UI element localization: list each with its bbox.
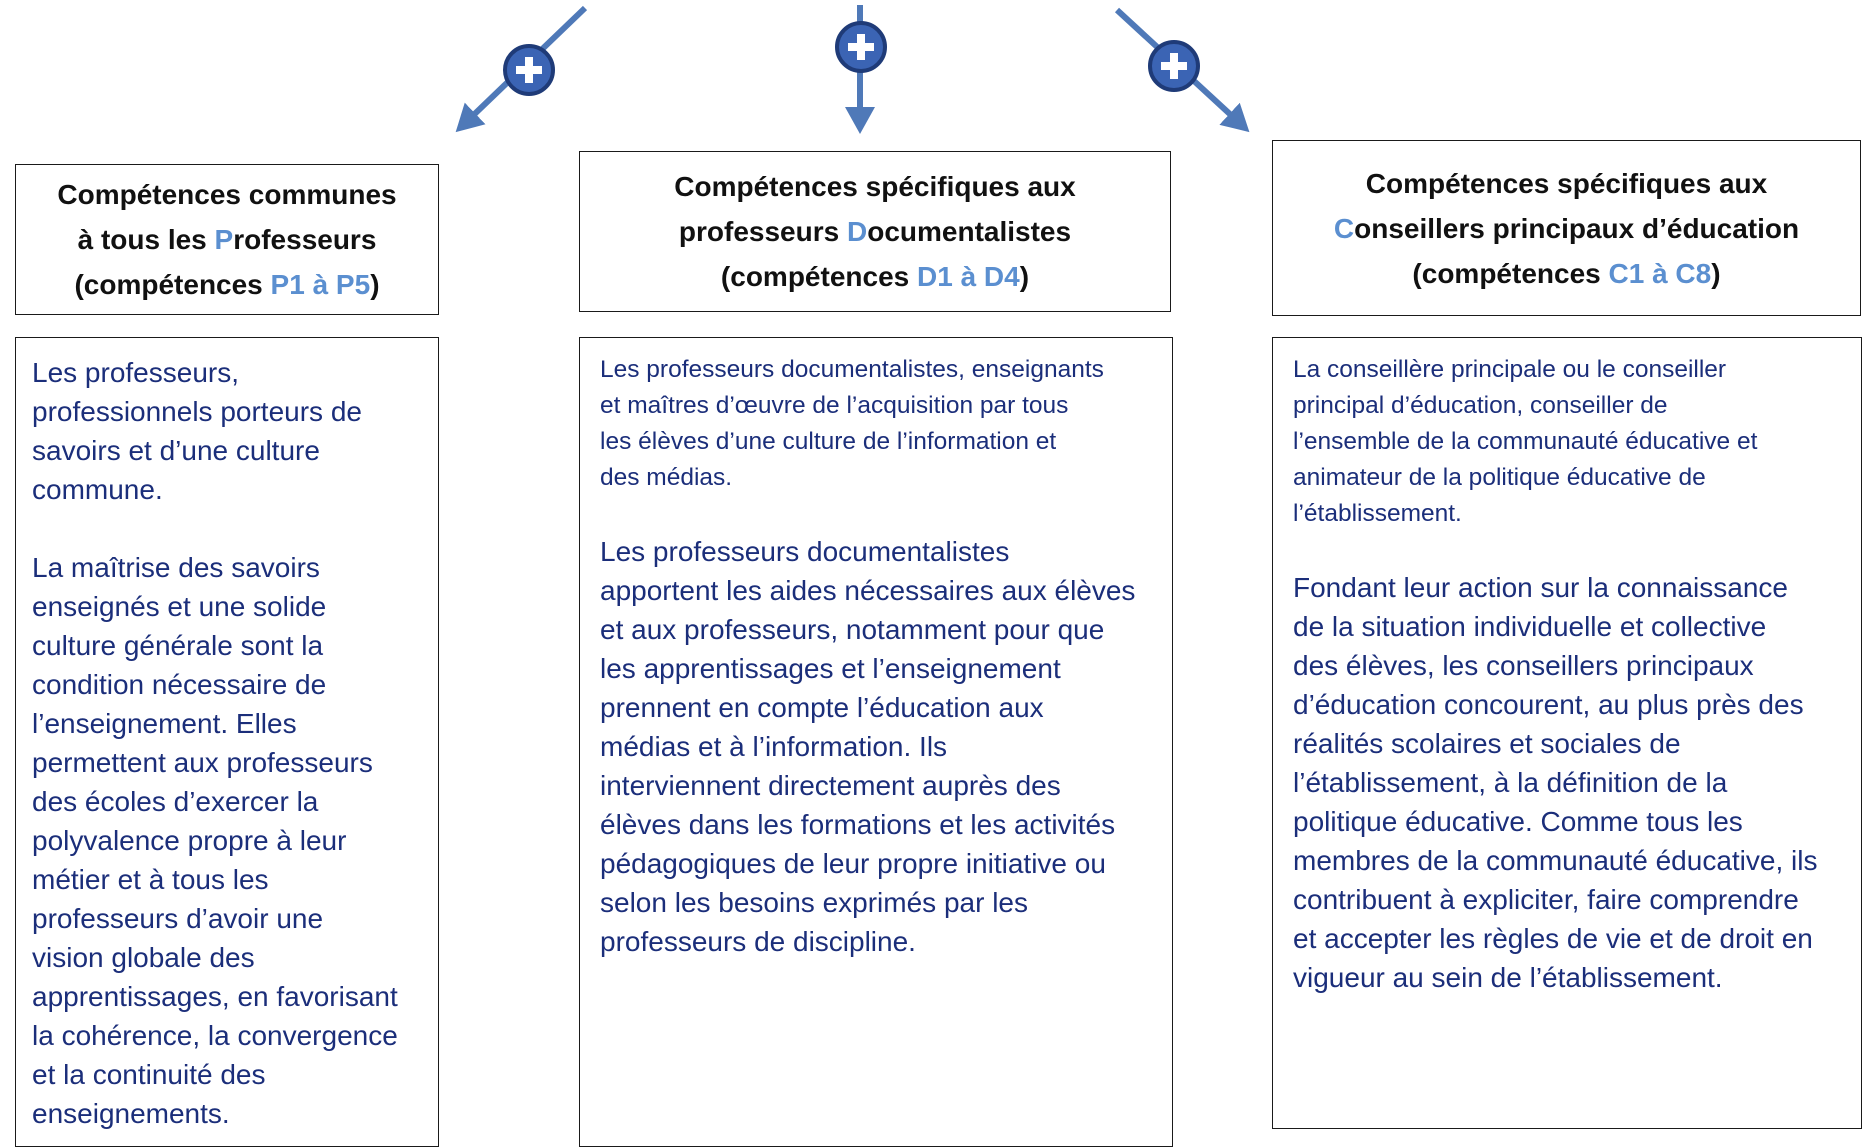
- title-segment: ): [370, 269, 380, 300]
- title-highlight: P: [214, 224, 234, 255]
- content-box-documentalistes: Les professeurs documentalistes, enseign…: [579, 337, 1173, 1147]
- plus-icon: [503, 44, 555, 96]
- title-segment: Compétences communes: [57, 179, 397, 210]
- title-segment: ): [1711, 257, 1721, 289]
- title-line: professeurs Documentalistes: [674, 209, 1075, 254]
- title-box-professeurs: Compétences communes à tous les Professeu…: [15, 164, 439, 315]
- title-highlight: C1 à C8: [1608, 257, 1712, 289]
- content-paragraph: Fondant leur action sur la connaissance …: [1293, 572, 1818, 993]
- title-text: Compétences communes à tous les Professeu…: [57, 172, 396, 307]
- content-paragraph: Les professeurs documentalistes, enseign…: [600, 356, 1104, 491]
- title-line: Compétences spécifiques aux: [1334, 161, 1799, 206]
- content-box-cpe: La conseillère principale ou le conseill…: [1272, 337, 1862, 1129]
- title-highlight: D1 à D4: [917, 261, 1020, 292]
- title-line: (compétences P1 à P5): [57, 262, 396, 307]
- title-box-documentalistes: Compétences spécifiques aux professeurs D…: [579, 151, 1171, 312]
- content-paragraph: La conseillère principale ou le conseill…: [1293, 356, 1758, 527]
- title-highlight: D: [846, 216, 868, 247]
- title-highlight: P1 à P5: [270, 269, 371, 300]
- title-segment: professeurs: [678, 216, 847, 247]
- plus-icon: [1148, 40, 1200, 92]
- content-paragraph: Les professeurs, professionnels porteurs…: [32, 357, 362, 505]
- title-segment: (compétences: [74, 269, 271, 300]
- title-line: Compétences communes: [57, 172, 396, 217]
- title-line: (compétences D1 à D4): [674, 254, 1075, 299]
- title-segment: Compétences spécifiques aux: [674, 171, 1076, 202]
- connector-arrows: [455, 5, 1250, 134]
- title-segment: rofesseurs: [233, 224, 377, 255]
- content-box-professeurs: Les professeurs, professionnels porteurs…: [15, 337, 439, 1147]
- title-segment: ): [1019, 261, 1030, 292]
- content-paragraph: La maîtrise des savoirs enseignés et une…: [32, 552, 398, 1129]
- title-segment: (compétences: [720, 261, 917, 292]
- title-text: Compétences spécifiques aux professeurs D…: [674, 164, 1075, 299]
- title-segment: onseillers principaux d’éducation: [1354, 212, 1800, 244]
- title-segment: Compétences spécifiques aux: [1365, 167, 1768, 199]
- title-highlight: C: [1333, 212, 1355, 244]
- title-line: Conseillers principaux d’éducation: [1334, 206, 1799, 251]
- content-paragraph: Les professeurs documentalistes apporten…: [600, 536, 1136, 957]
- plus-icon: [835, 21, 887, 73]
- title-line: à tous les Professeurs: [57, 217, 396, 262]
- title-segment: (compétences: [1412, 257, 1609, 289]
- title-line: Compétences spécifiques aux: [674, 164, 1075, 209]
- title-line: (compétences C1 à C8): [1334, 251, 1799, 296]
- title-segment: ocumentalistes: [867, 216, 1072, 247]
- title-segment: à tous les: [77, 224, 215, 255]
